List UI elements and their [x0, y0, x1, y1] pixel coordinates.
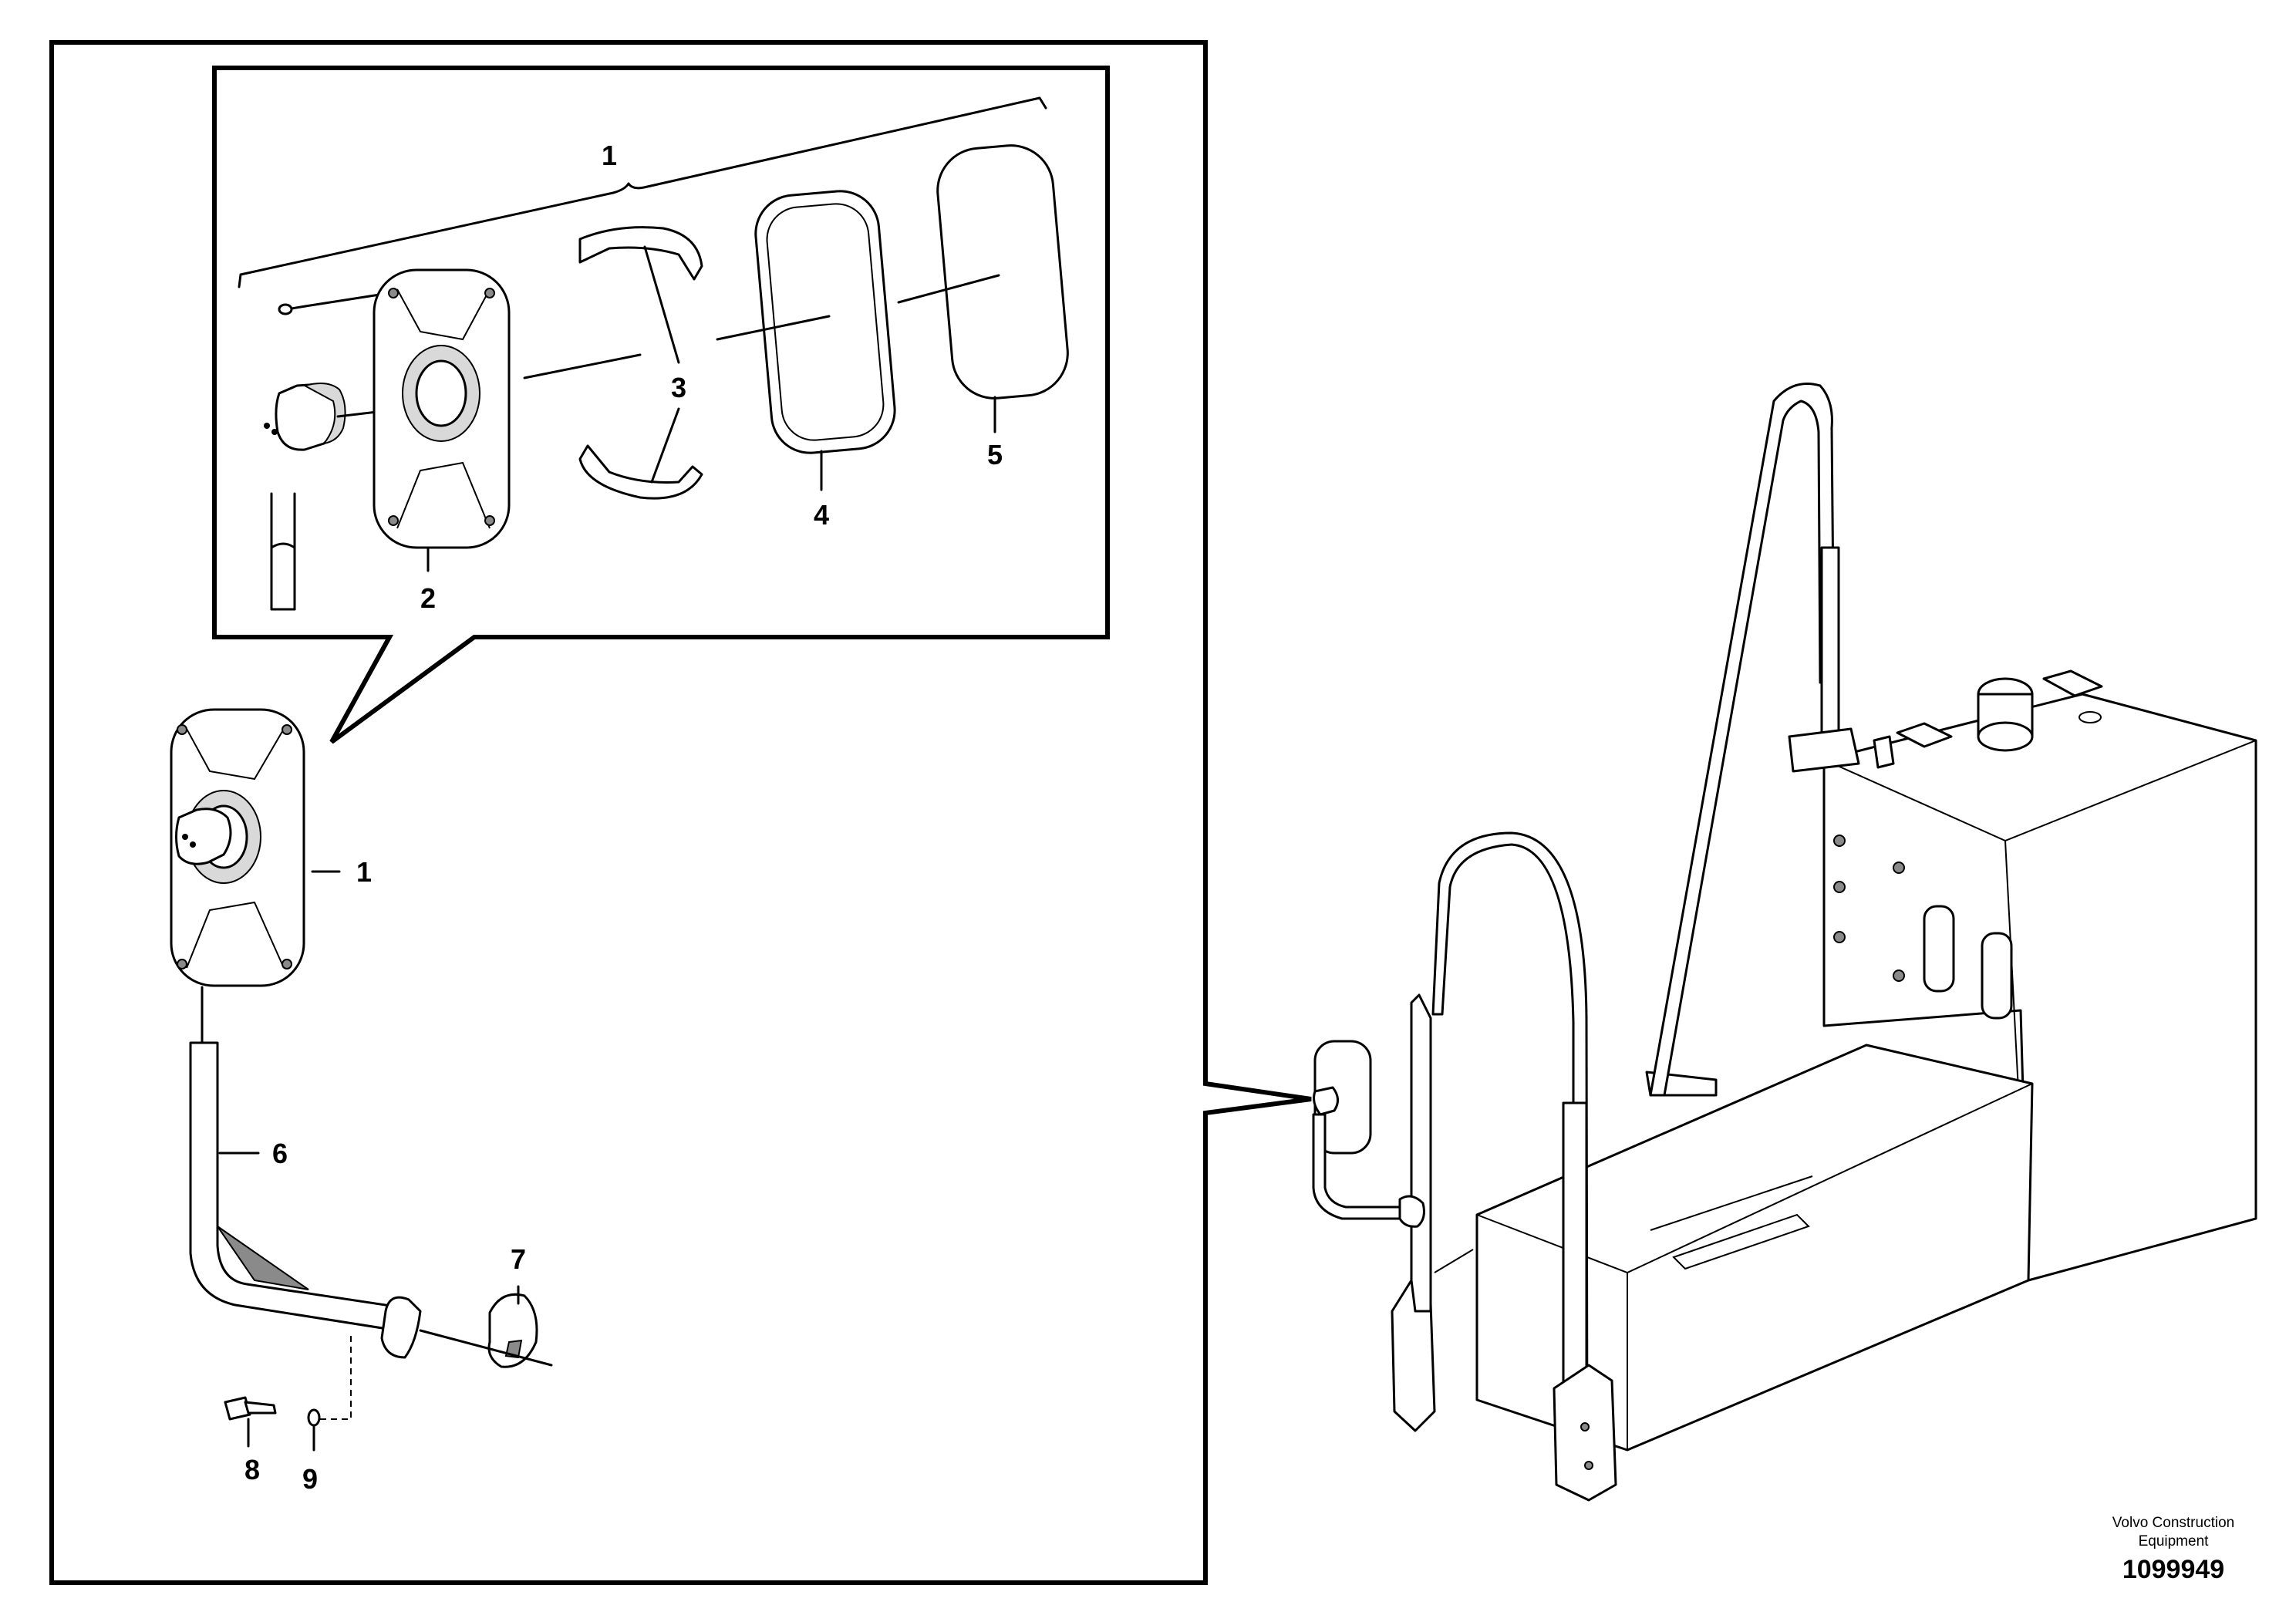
inset-callout-frame	[212, 66, 1110, 744]
callout-5: 5	[987, 439, 1003, 470]
callout-2: 2	[420, 582, 436, 614]
publisher-credit-line-1: Volvo Construction	[2112, 1515, 2234, 1531]
arm-clamp	[320, 1285, 553, 1420]
mirror-glass-part	[897, 144, 1069, 433]
callout-9: 9	[302, 1463, 318, 1495]
callout-1-side: 1	[356, 856, 372, 888]
bolt-and-washer	[224, 1396, 321, 1452]
group-bracket	[238, 96, 1047, 288]
retaining-clip-part	[578, 226, 703, 500]
callout-7: 7	[511, 1243, 526, 1275]
callout-4: 4	[814, 499, 829, 531]
mirror-housing-part	[373, 268, 642, 549]
callout-3: 3	[671, 372, 686, 403]
assembled-mirror	[170, 708, 341, 987]
document-number: 1099949	[2122, 1555, 2224, 1584]
mirror-gasket-part	[716, 190, 896, 491]
callout-6: 6	[272, 1138, 288, 1169]
machine-overview	[1312, 383, 2257, 1502]
callout-1-top: 1	[602, 140, 617, 171]
screw-part	[278, 293, 381, 315]
callout-8: 8	[244, 1454, 260, 1485]
publisher-credit-line-2: Equipment	[2139, 1533, 2210, 1549]
mount-adapter-part	[264, 382, 437, 611]
